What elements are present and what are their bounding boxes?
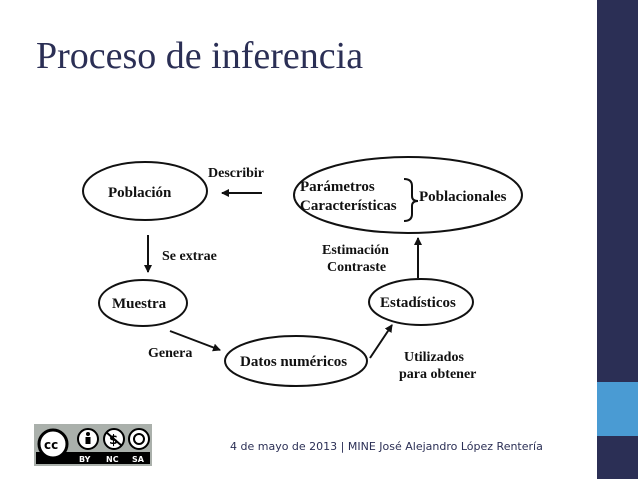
- cc-icon: [37, 428, 69, 460]
- node-muestra-ellipse: [98, 279, 188, 327]
- sa-share-icon: [128, 428, 150, 450]
- node-poblacion-ellipse: [82, 161, 208, 221]
- edge-contraste-label: Contraste: [327, 260, 386, 275]
- edge-utilizados-label: Utilizados: [404, 350, 464, 365]
- arrow-utilizados: [369, 324, 393, 359]
- node-poblacion-label: Población: [108, 185, 172, 201]
- node-poblacionales-label: Poblacionales: [419, 189, 507, 205]
- inference-diagram: Población Parámetros Características Pob…: [82, 156, 523, 387]
- node-datos-ellipse: [224, 335, 368, 387]
- license-label-by: BY: [79, 455, 91, 464]
- edge-genera-label: Genera: [148, 346, 192, 361]
- license-label-sa: SA: [132, 455, 145, 464]
- node-estadisticos-ellipse: [368, 278, 474, 326]
- cc-license-badge[interactable]: cc $ BY NC SA: [34, 424, 152, 466]
- license-label-nc: NC: [106, 455, 119, 464]
- node-caracteristicas-label: Características: [300, 198, 397, 214]
- sidebar-accent-bar: [597, 382, 638, 436]
- edge-estimacion-label: Estimación: [322, 243, 389, 258]
- cc-license-icons: cc $ BY NC SA: [36, 426, 150, 464]
- edge-se-extrae-label: Se extrae: [162, 249, 217, 264]
- node-muestra-label: Muestra: [112, 296, 167, 312]
- node-parametros-label: Parámetros: [300, 179, 375, 195]
- svg-text:cc: cc: [44, 438, 58, 452]
- slide-footer: 4 de mayo de 2013 | MINE José Alejandro …: [230, 440, 543, 453]
- node-estadisticos-label: Estadísticos: [380, 295, 456, 311]
- slide-title: Proceso de inferencia: [36, 35, 364, 77]
- arrow-genera: [169, 330, 221, 352]
- svg-text:$: $: [109, 433, 118, 448]
- edge-describir-label: Describir: [208, 166, 264, 181]
- node-datos-label: Datos numéricos: [240, 354, 347, 370]
- edge-para-obtener-label: para obtener: [399, 367, 476, 382]
- node-parametros-ellipse: [293, 156, 523, 234]
- brace-icon: [403, 178, 419, 222]
